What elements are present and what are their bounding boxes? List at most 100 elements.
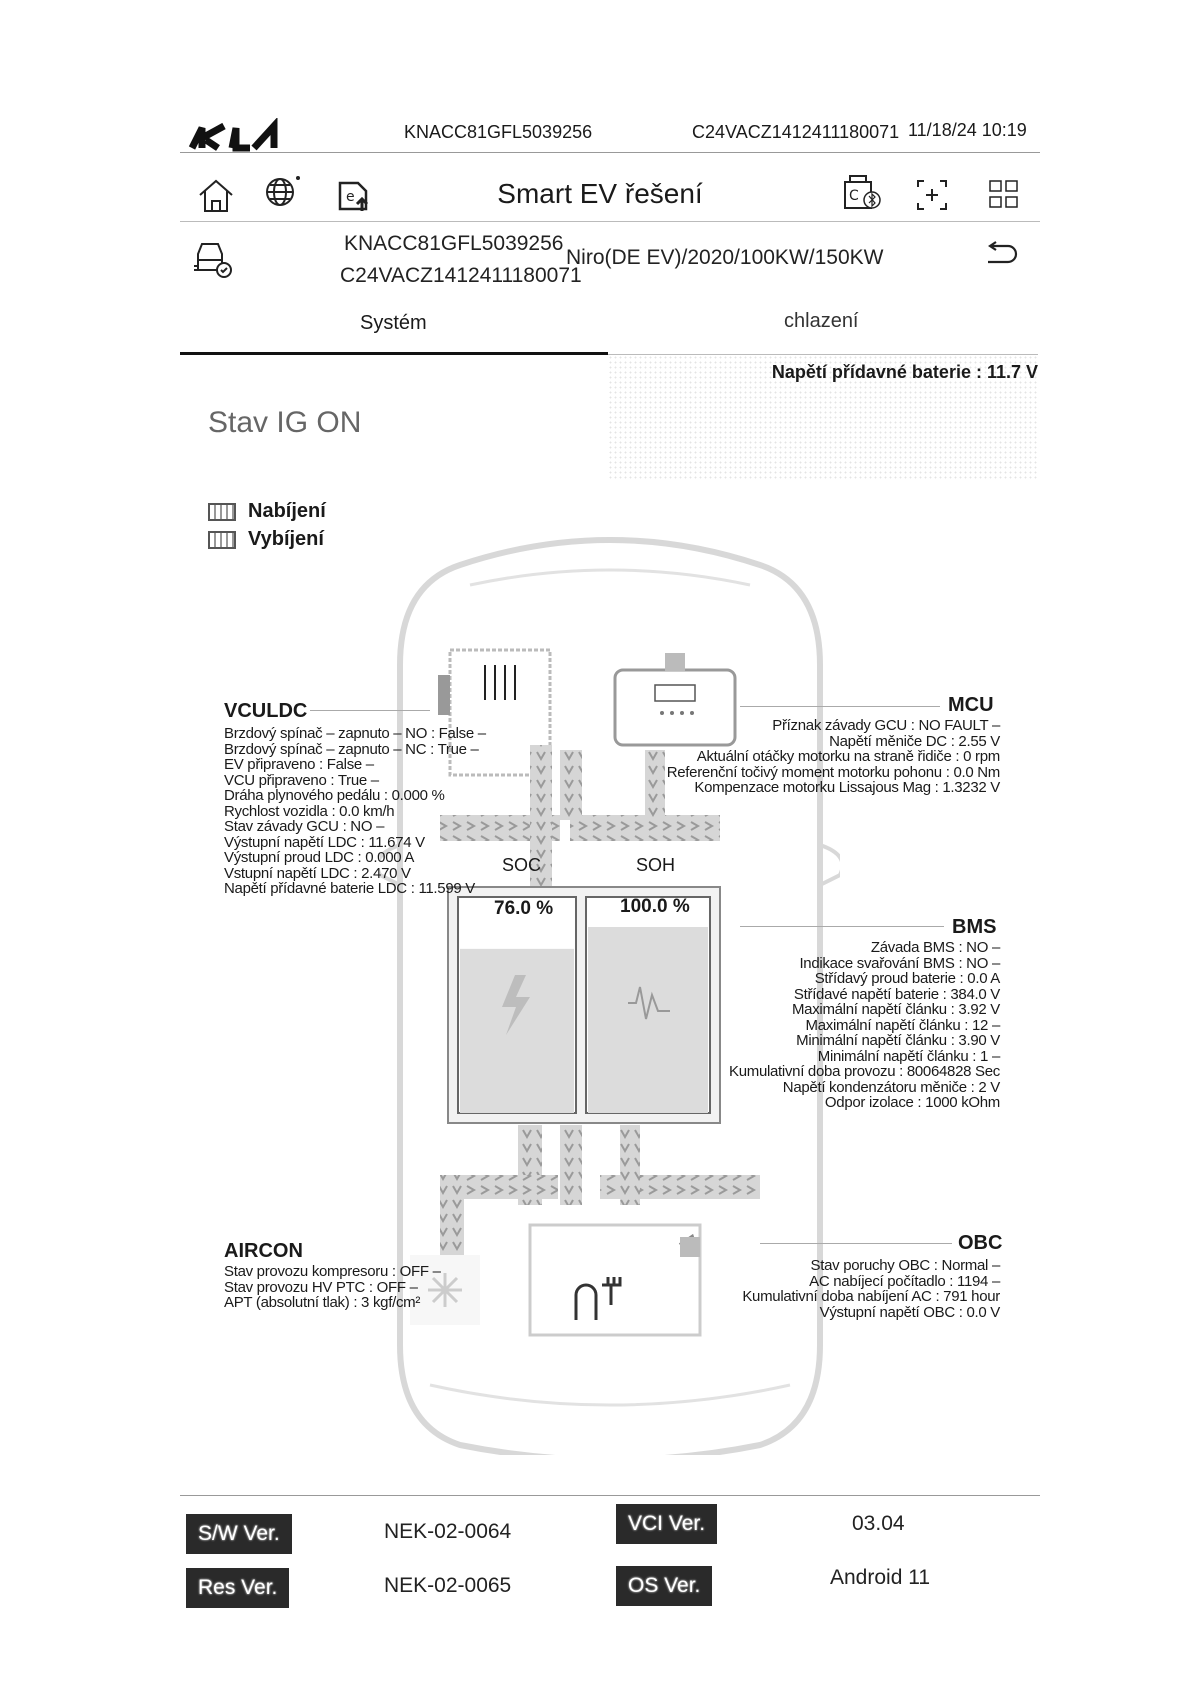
svg-text:C: C bbox=[849, 188, 859, 204]
vci-version-value: 03.04 bbox=[852, 1512, 905, 1535]
bms-line: Minimální napětí článku : 1 – bbox=[817, 1047, 1001, 1065]
page-title: Smart EV řešení bbox=[497, 178, 703, 209]
mcu-line: Příznak závady GCU : NO FAULT – bbox=[772, 717, 1000, 734]
mcu-line: Aktuální otáčky motorku na straně řidiče… bbox=[696, 748, 1001, 765]
mcu-readings: Příznak závady GCU : NO FAULT – Napětí m… bbox=[560, 717, 1001, 796]
document-upload-icon[interactable]: e bbox=[336, 175, 376, 215]
legend-discharging: Vybíjení bbox=[208, 528, 324, 551]
vehicle-diagnostic-icon bbox=[194, 243, 232, 278]
footer-divider bbox=[180, 1495, 1040, 1496]
vculdc-line: EV připraveno : False – bbox=[224, 756, 374, 773]
soh-value: 100.0 % bbox=[620, 896, 690, 917]
panel-pattern bbox=[608, 355, 1038, 480]
obc-line: Stav poruchy OBC : Normal – bbox=[810, 1257, 1001, 1274]
soh-fill-bar bbox=[588, 927, 708, 1113]
aircon-title: AIRCON bbox=[224, 1240, 303, 1262]
vculdc-line: Brzdový spínač – zapnuto – NC : True – bbox=[224, 740, 479, 758]
mcu-title: MCU bbox=[948, 694, 994, 716]
bms-line: Kumulativní doba provozu : 80064828 Sec bbox=[729, 1063, 1000, 1080]
legend-charging: Nabíjení bbox=[208, 500, 326, 523]
vculdc-line: Výstupní napětí LDC : 11.674 V bbox=[224, 833, 425, 851]
svg-text:e: e bbox=[346, 189, 355, 205]
aircon-line: Stav provozu HV PTC : OFF – bbox=[224, 1278, 418, 1296]
vculdc-line: VCU připraveno : True – bbox=[224, 771, 379, 789]
mcu-leader-line bbox=[740, 706, 940, 707]
sw-version-value: NEK-02-0064 bbox=[384, 1520, 512, 1543]
vehicle-session-id: C24VACZ1412411180071 bbox=[340, 264, 582, 287]
vehicle-model: Niro(DE EV)/2020/100KW/150KW bbox=[566, 246, 884, 269]
sw-version-badge: S/W Ver. bbox=[186, 1514, 292, 1554]
vci-version-badge: VCI Ver. bbox=[616, 1504, 718, 1544]
mcu-line: Kompenzace motorku Lissajous Mag : 1.323… bbox=[694, 779, 1000, 796]
bms-leader-line bbox=[740, 926, 944, 927]
tab-cooling[interactable]: chlazení bbox=[784, 310, 859, 332]
bms-line: Střídavý proud baterie : 0.0 A bbox=[814, 970, 1001, 987]
obc-line: Výstupní napětí OBC : 0.0 V bbox=[819, 1303, 1001, 1321]
bms-line: Maximální napětí článku : 3.92 V bbox=[791, 1001, 1000, 1018]
car-outline bbox=[397, 537, 823, 1455]
discharging-legend-icon bbox=[208, 530, 236, 549]
aux-battery-voltage: Napětí přídavné baterie : 11.7 V bbox=[771, 362, 1038, 382]
vculdc-line: Brzdový spínač – zapnuto – NO : False – bbox=[224, 725, 486, 742]
vculdc-line: Rychlost vozidla : 0.0 km/h bbox=[224, 802, 395, 820]
bms-line: Odpor izolace : 1000 kOhm bbox=[824, 1094, 1000, 1111]
vci-bluetooth-icon[interactable]: C bbox=[842, 172, 882, 212]
soc-value: 76.0 % bbox=[494, 898, 554, 919]
legend-discharging-label: Vybíjení bbox=[248, 528, 324, 550]
vculdc-title: VCULDC bbox=[224, 700, 308, 722]
bms-line: Minimální napětí článku : 3.90 V bbox=[796, 1032, 1000, 1049]
car-diagram bbox=[380, 537, 840, 1455]
return-icon[interactable] bbox=[982, 240, 1022, 270]
health-wave-icon bbox=[628, 986, 670, 1020]
active-tab-indicator bbox=[180, 352, 608, 355]
mcu-line: Referenční točivý moment motorku pohonu … bbox=[666, 763, 1001, 781]
kia-logo bbox=[188, 118, 278, 152]
header-divider bbox=[180, 152, 1040, 153]
res-version-badge: Res Ver. bbox=[186, 1568, 290, 1608]
bms-line: Maximální napětí článku : 12 – bbox=[805, 1016, 1001, 1034]
vculdc-line: Stav závady GCU : NO – bbox=[224, 818, 385, 835]
grid-icon[interactable] bbox=[984, 175, 1024, 215]
fullscreen-icon[interactable] bbox=[912, 175, 952, 215]
aircon-line: Stav provozu kompresoru : OFF – bbox=[224, 1263, 441, 1280]
obc-leader-line bbox=[760, 1243, 952, 1244]
header-session-id: C24VACZ1412411180071 bbox=[692, 122, 900, 142]
obc-readings: Stav poruchy OBC : Normal – AC nabíjecí … bbox=[640, 1258, 1000, 1320]
vculdc-line: Napětí přídavné baterie LDC : 11.599 V bbox=[224, 880, 475, 897]
vehicle-vin: KNACC81GFL5039256 bbox=[344, 232, 564, 255]
soc-fill-bar bbox=[460, 948, 574, 1113]
legend-charging-label: Nabíjení bbox=[248, 500, 326, 522]
header-datetime: 11/18/24 10:19 bbox=[908, 120, 1027, 140]
home-icon[interactable] bbox=[196, 175, 236, 215]
aircon-line: APT (absolutní tlak) : 3 kgf/cm² bbox=[224, 1294, 421, 1311]
lightning-icon bbox=[502, 975, 530, 1035]
bms-line: Závada BMS : NO – bbox=[870, 939, 1000, 956]
os-version-value: Android 11 bbox=[830, 1566, 931, 1589]
globe-icon[interactable] bbox=[262, 172, 302, 212]
charging-legend-icon bbox=[208, 502, 236, 521]
tab-system[interactable]: Systém bbox=[360, 312, 427, 334]
obc-title: OBC bbox=[958, 1232, 1003, 1254]
toolbar-divider bbox=[180, 221, 1040, 222]
vculdc-line: Dráha plynového pedálu : 0.000 % bbox=[224, 787, 445, 804]
vculdc-leader-line bbox=[310, 710, 430, 711]
vculdc-line: Vstupní napětí LDC : 2.470 V bbox=[224, 864, 411, 882]
tab-divider bbox=[608, 354, 1038, 355]
vculdc-line: Výstupní proud LDC : 0.000 A bbox=[224, 849, 415, 866]
obc-line: Kumulativní doba nabíjení AC : 791 hour bbox=[742, 1288, 1000, 1305]
bms-line: Napětí kondenzátoru měniče : 2 V bbox=[782, 1078, 1001, 1096]
os-version-badge: OS Ver. bbox=[616, 1566, 713, 1606]
vculdc-readings: Brzdový spínač – zapnuto – NO : False – … bbox=[224, 726, 524, 897]
soc-label: SOC bbox=[502, 855, 542, 875]
bms-readings: Závada BMS : NO – Indikace svařování BMS… bbox=[600, 940, 1000, 1111]
aircon-readings: Stav provozu kompresoru : OFF – Stav pro… bbox=[224, 1264, 524, 1311]
bms-line: Indikace svařování BMS : NO – bbox=[799, 954, 1000, 972]
header-vin: KNACC81GFL5039256 bbox=[404, 122, 593, 142]
bms-line: Střídavé napětí baterie : 384.0 V bbox=[793, 985, 1000, 1003]
ignition-status: Stav IG ON bbox=[208, 406, 362, 439]
bms-title: BMS bbox=[952, 916, 997, 938]
mcu-line: Napětí měniče DC : 2.55 V bbox=[829, 732, 1000, 750]
obc-line: AC nabíjecí počítadlo : 1194 – bbox=[809, 1272, 1000, 1290]
soh-label: SOH bbox=[636, 855, 676, 875]
res-version-value: NEK-02-0065 bbox=[384, 1574, 512, 1597]
